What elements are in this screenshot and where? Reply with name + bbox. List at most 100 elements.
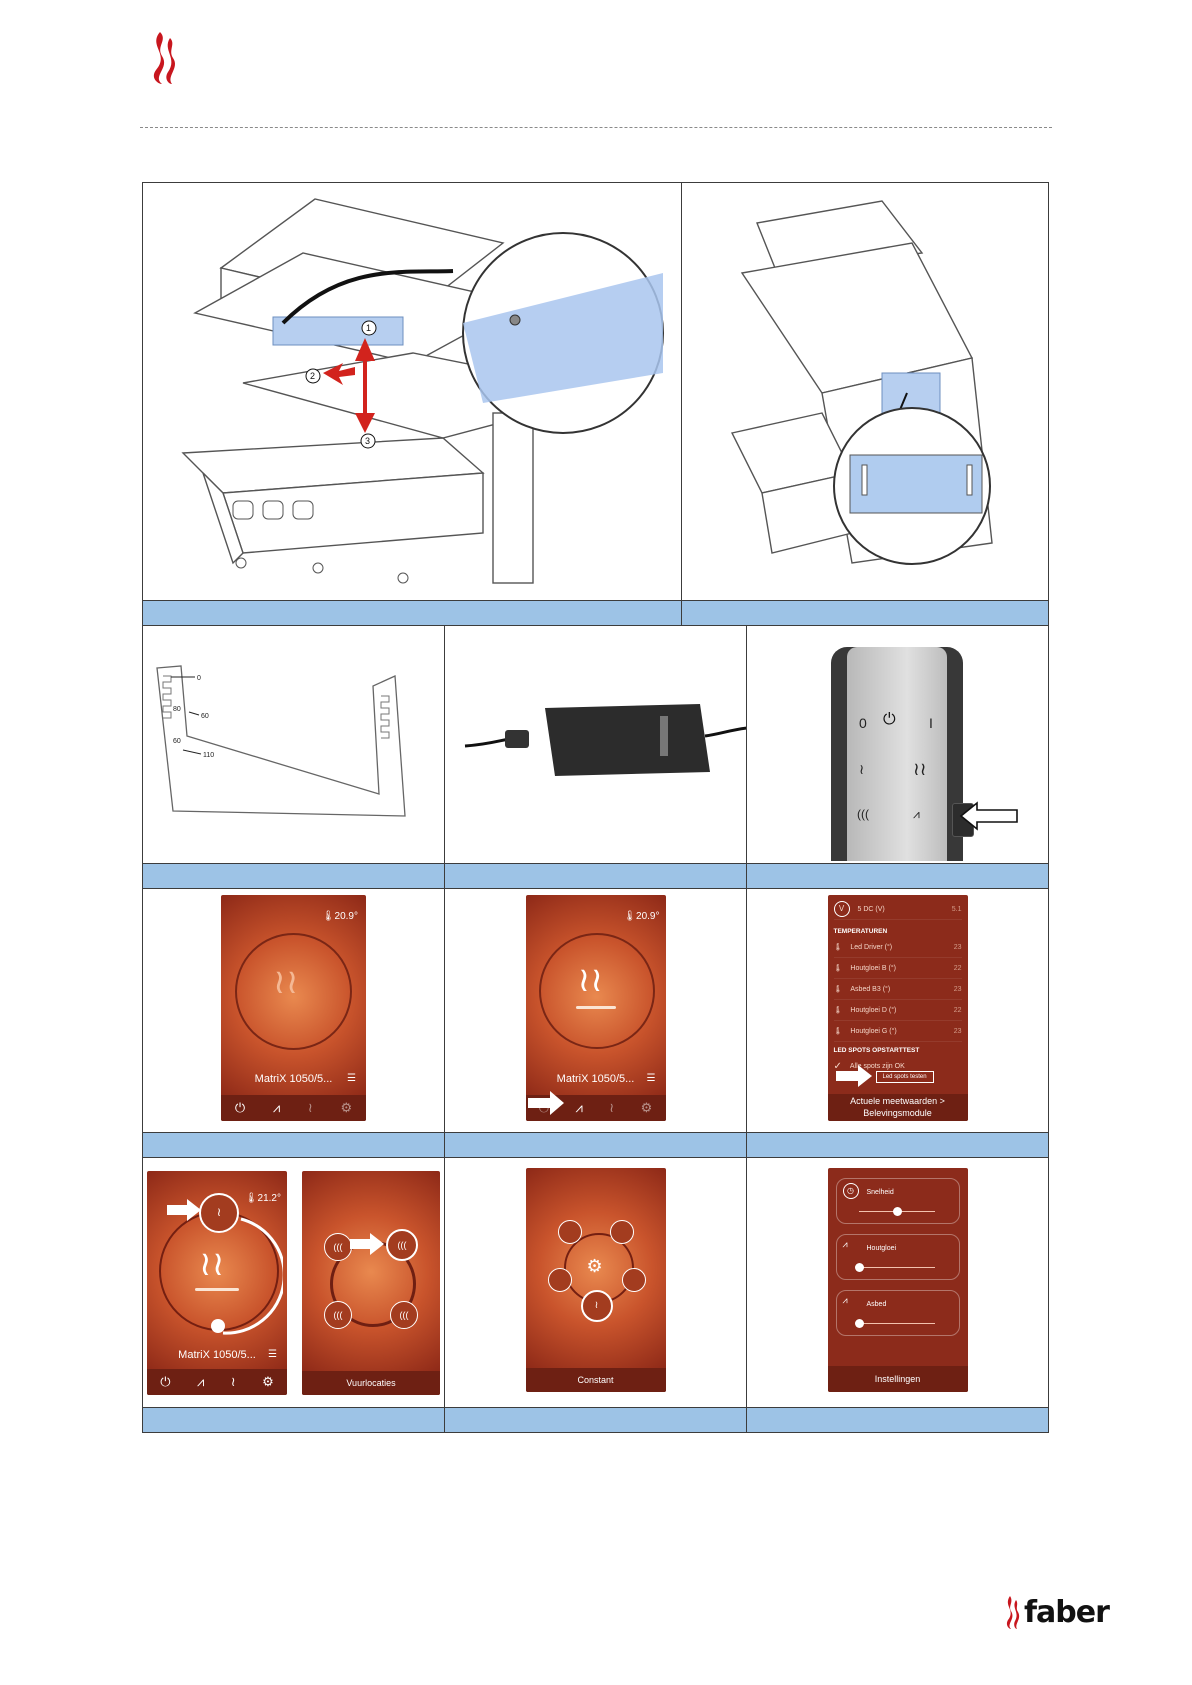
glow-tab-icon[interactable]: ⩘: [196, 1373, 205, 1389]
slider-ember-bed: ⩘ Asbed: [835, 1290, 960, 1336]
screen-footer: Constant: [525, 1368, 666, 1392]
flame-tab-icon[interactable]: ≀: [307, 1100, 313, 1115]
caption-row1-b: [681, 600, 1049, 626]
fire-location-button[interactable]: (((: [386, 1228, 418, 1261]
mode-button-selected[interactable]: ≀: [580, 1290, 613, 1322]
power-tab-icon[interactable]: ⏻: [160, 1373, 171, 1389]
footer-brand: faber: [1000, 1592, 1110, 1632]
caption-row4-a: [142, 1407, 445, 1433]
settings-tab-icon[interactable]: ⚙: [262, 1373, 274, 1389]
gear-icon: ⚙: [586, 1256, 603, 1276]
glow-icon: ⩘: [842, 1239, 848, 1249]
caption-row1-a: [142, 600, 682, 626]
section-temperatures: TEMPERATUREN: [833, 927, 888, 935]
svg-text:2: 2: [310, 371, 315, 381]
flame-icon: ≀≀: [577, 961, 604, 999]
caption-row3-c: [746, 1132, 1049, 1158]
caption-row2-a: [142, 863, 445, 889]
thermometer-icon: 🌡: [833, 986, 843, 993]
header-logo: [140, 28, 184, 86]
settings-tab-icon[interactable]: ⚙: [340, 1100, 353, 1115]
sensor-row: 🌡Houtgloei G (°)23: [833, 1021, 962, 1042]
thermometer-icon: 🌡: [833, 944, 843, 951]
fire-location-button[interactable]: (((: [390, 1300, 418, 1329]
remote-label-0: 0: [859, 714, 867, 731]
temperature-readout: 🌡21.2°: [244, 1192, 281, 1204]
scale-mark-110: 110: [203, 752, 214, 759]
check-icon: ✓: [833, 1060, 842, 1072]
temperature-readout: 🌡20.9°: [321, 911, 358, 922]
svg-text:3: 3: [365, 436, 370, 446]
breadcrumb: Actuele meetwaarden > Belevingsmodule: [827, 1094, 968, 1121]
arrow-right-icon: [350, 1232, 384, 1255]
app-home-screen-off: 🌡20.9° ≀≀ MatriX 1050/5... ☰ ⏻ ⩘ ≀ ⚙: [221, 895, 366, 1121]
caption-row2-c: [746, 863, 1049, 889]
slider-knob[interactable]: [854, 1319, 864, 1328]
caption-row3-b: [444, 1132, 747, 1158]
glow-tab-icon[interactable]: ⩘: [272, 1100, 281, 1115]
fire-location-button[interactable]: (((: [324, 1300, 352, 1329]
settings-tab-icon[interactable]: ⚙: [640, 1100, 653, 1115]
temperature-readout: 🌡20.9°: [623, 911, 660, 922]
flame-tab-icon[interactable]: ≀: [609, 1100, 615, 1115]
app-tab-bar: ⏻ ⩘ ≀ ⚙: [147, 1368, 287, 1395]
glow-tab-icon[interactable]: ⩘: [575, 1100, 583, 1115]
app-fire-locations-screen: ((( ((( ((( ((( Vuurlocaties: [302, 1170, 440, 1395]
fireplace-model-name: MatriX 1050/5...: [254, 1073, 333, 1085]
list-icon[interactable]: ☰: [646, 1073, 656, 1084]
caption-row2-b: [444, 863, 747, 889]
caption-row4-c: [746, 1407, 1049, 1433]
app-tab-bar: ⏻ ⩘ ≀ ⚙: [221, 1095, 366, 1121]
brand-name: faber: [1024, 1594, 1110, 1630]
mode-button[interactable]: [547, 1268, 572, 1292]
fig-remote: 0 ⏻ I ≀ ≀≀ ((( ⩘: [746, 625, 1049, 864]
fig-app-screen-2: 🌡20.9° ≀≀ MatriX 1050/5... ☰ ⏻ ⩘ ≀ ⚙: [444, 888, 747, 1133]
arrow-right-icon: [835, 1065, 872, 1087]
fig-bracket: 0 80 60 60 110: [142, 625, 445, 864]
scale-mark-60b: 60: [201, 713, 209, 720]
flame-low-button[interactable]: ≀: [199, 1192, 239, 1233]
sensor-row: 🌡Led Driver (°)23: [833, 937, 962, 958]
fig-install-detail: [681, 182, 1049, 601]
fire-location-button[interactable]: (((: [324, 1232, 352, 1261]
fig-app-screen-5: ⚙ ≀ Constant: [444, 1157, 747, 1408]
flame-logo-icon: [1006, 1596, 1020, 1629]
mode-button[interactable]: [621, 1268, 646, 1292]
flame-tab-icon[interactable]: ≀: [230, 1373, 236, 1389]
fireplace-model-name: MatriX 1050/5...: [178, 1348, 256, 1361]
power-tab-icon[interactable]: ⏻: [234, 1100, 246, 1115]
app-home-screen-glow: 🌡20.9° ≀≀ MatriX 1050/5... ☰ ⏻ ⩘ ≀ ⚙: [525, 895, 666, 1121]
slider-speed: ◷ Snelheid: [835, 1178, 960, 1224]
mode-button[interactable]: [557, 1220, 582, 1244]
sensor-row: 🌡Asbed B3 (°)23: [833, 979, 962, 1000]
thermometer-icon: 🌡: [833, 965, 843, 972]
section-led-test: LED SPOTS OPSTARTTEST: [833, 1046, 920, 1054]
mode-button[interactable]: [609, 1220, 634, 1244]
slider-wood-glow: ⩘ Houtgloei: [835, 1234, 960, 1280]
flame-low-icon: ≀: [859, 760, 865, 777]
thermometer-icon: 🌡: [833, 1007, 843, 1014]
glow-icon: ⩘: [842, 1295, 848, 1305]
screen-footer: Instellingen: [827, 1366, 968, 1392]
slider-knob[interactable]: [854, 1263, 864, 1272]
flame-slider-knob[interactable]: [211, 1318, 225, 1333]
speed-icon: ◷: [842, 1183, 859, 1199]
fig-install-drawing: 1 2 3: [142, 182, 682, 601]
list-icon[interactable]: ☰: [268, 1348, 277, 1360]
fig-app-screen-1: 🌡20.9° ≀≀ MatriX 1050/5... ☰ ⏻ ⩘ ≀ ⚙: [142, 888, 445, 1133]
caption-row4-b: [444, 1407, 747, 1433]
slider-knob[interactable]: [892, 1207, 902, 1216]
power-icon: ⏻: [883, 710, 896, 728]
arrow-right-icon: [527, 1091, 564, 1115]
heat-icon: (((: [857, 806, 869, 821]
scale-mark-80: 60: [173, 738, 181, 745]
sensor-row: 🌡Houtgloei B (°)22: [833, 958, 962, 979]
flame-logo-icon: [153, 32, 176, 84]
screen-footer: Vuurlocaties: [302, 1370, 440, 1395]
scale-mark-0: 0: [197, 675, 201, 682]
led-spots-test-button[interactable]: Led spots testen: [875, 1071, 934, 1083]
list-icon[interactable]: ☰: [347, 1073, 356, 1084]
svg-text:1: 1: [366, 323, 371, 333]
